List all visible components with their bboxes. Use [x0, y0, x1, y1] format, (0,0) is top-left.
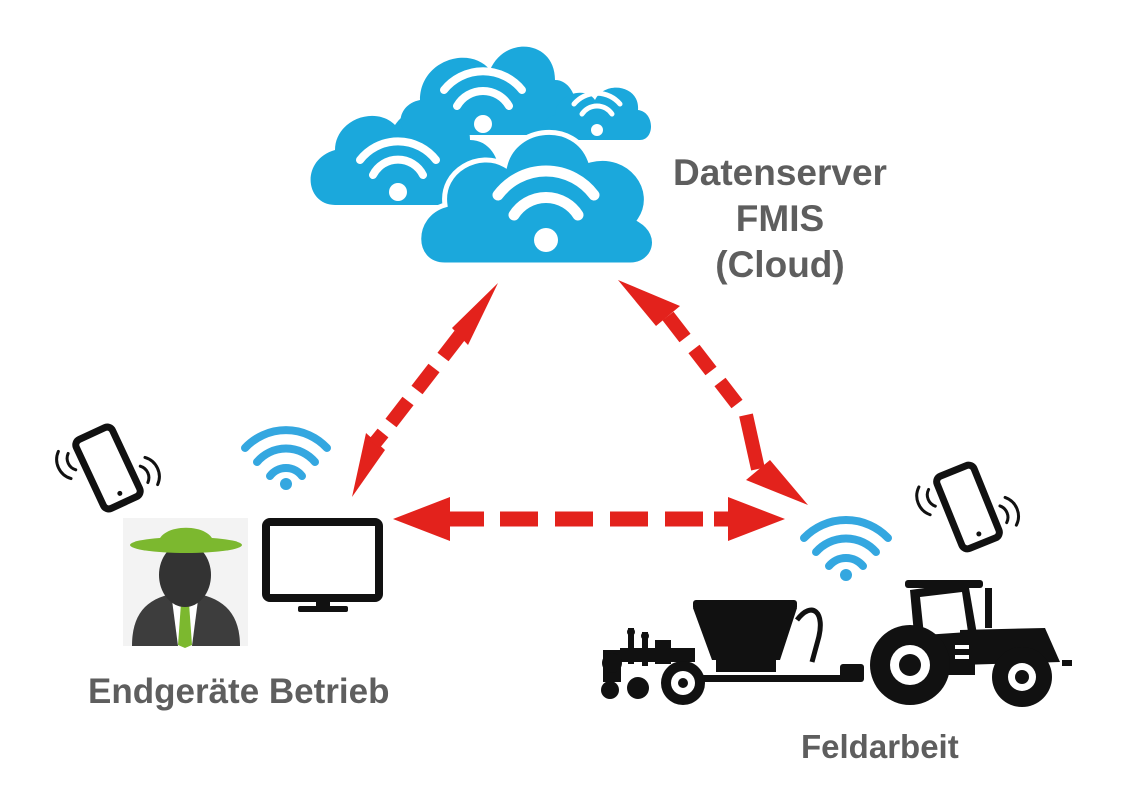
cloud-small-right [541, 87, 652, 140]
office-node-label: Endgeräte Betrieb [88, 672, 390, 711]
tractor-icon [870, 580, 1072, 707]
arrow-cloud-office [352, 283, 498, 497]
cloud-wifi-marks [356, 67, 623, 252]
wifi-icon [241, 426, 331, 490]
seeder-icon [601, 600, 864, 705]
wifi-icon-field [800, 516, 892, 581]
cloud-label-line-3: (Cloud) [715, 244, 845, 285]
cloud-label-line-2: FMIS [735, 198, 825, 239]
arrow-office-field [393, 497, 785, 541]
farmer-icon [123, 518, 248, 648]
monitor-icon [262, 518, 383, 612]
arrow-cloud-field [618, 280, 808, 505]
double-arrow-icon [352, 280, 808, 541]
cloud-node-label: Datenserver FMIS (Cloud) [660, 150, 900, 288]
smartphone-icon-field [915, 461, 1020, 553]
cloud-label-line-1: Datenserver [673, 152, 887, 193]
field-node-label: Feldarbeit [801, 728, 959, 765]
smartphone-icon [55, 423, 161, 513]
cloud-icon [310, 46, 657, 268]
